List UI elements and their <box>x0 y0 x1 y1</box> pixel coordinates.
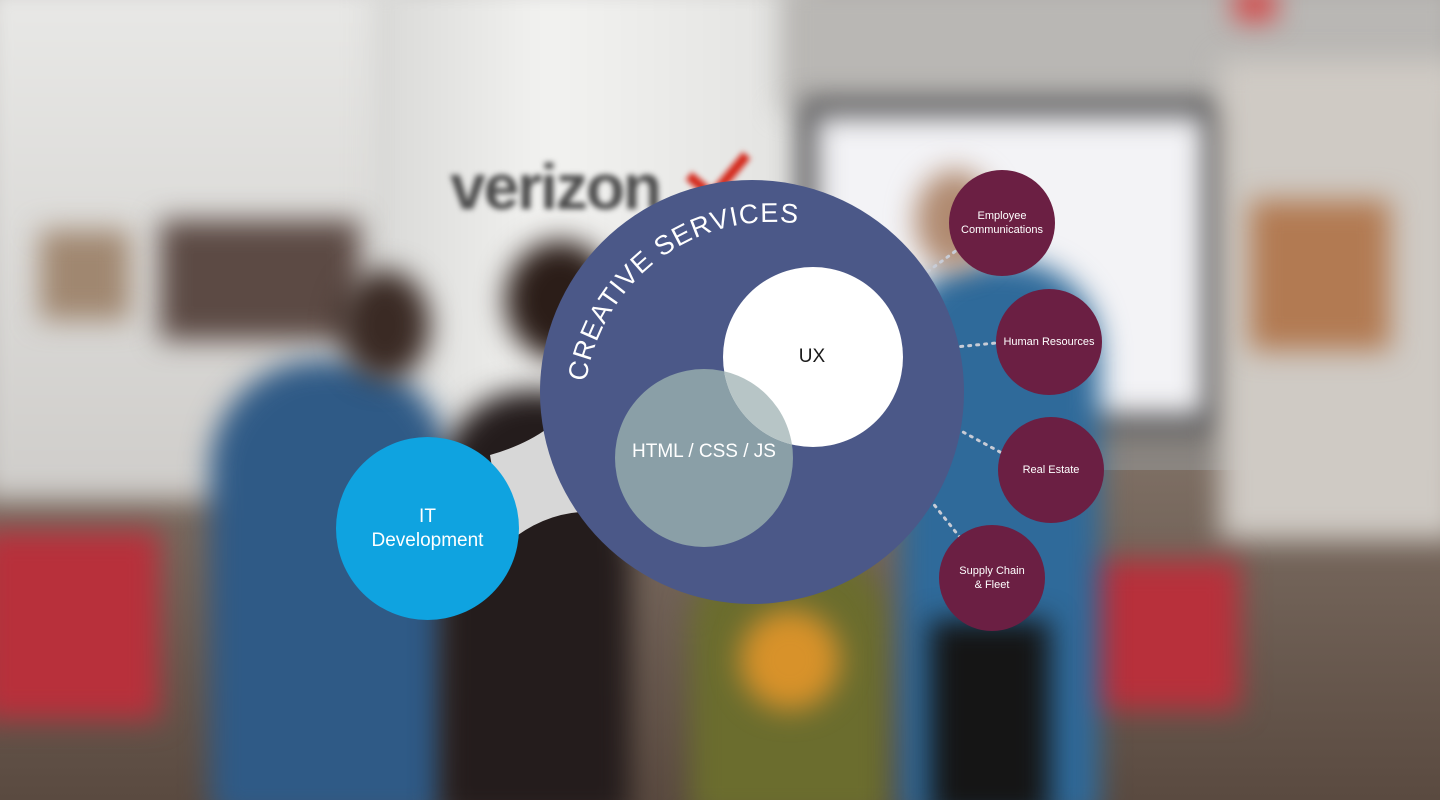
bg-person-3-pattern <box>740 610 840 710</box>
dept-employee-communications: Employee Communications <box>949 170 1055 276</box>
dept-supply-chain-fleet: Supply Chain & Fleet <box>939 525 1045 631</box>
html-css-js-label: HTML / CSS / JS <box>632 441 776 462</box>
bg-red-bench-left <box>0 530 160 720</box>
dept-human-resources: Human Resources <box>996 289 1102 395</box>
bg-shelf-right <box>1250 200 1390 350</box>
bg-logo-text: verizon <box>450 151 662 223</box>
bg-exit-sign <box>1235 0 1275 20</box>
ux-label: UX <box>798 346 826 367</box>
bg-shelf-left <box>160 220 360 340</box>
dept-label: Supply Chain & Fleet <box>959 565 1025 591</box>
dept-label: Employee Communications <box>961 210 1043 236</box>
dept-real-estate: Real Estate <box>998 417 1104 523</box>
it-development-circle: IT Development <box>336 437 519 620</box>
dept-label: Human Resources <box>1003 336 1095 348</box>
bg-display-left <box>40 230 130 320</box>
it-development-label: IT Development <box>371 505 484 551</box>
bg-person-1-head <box>340 270 430 380</box>
dept-label: Real Estate <box>1022 464 1080 476</box>
bg-person-4-pants <box>930 620 1050 800</box>
ux-circle: UX <box>723 267 903 447</box>
